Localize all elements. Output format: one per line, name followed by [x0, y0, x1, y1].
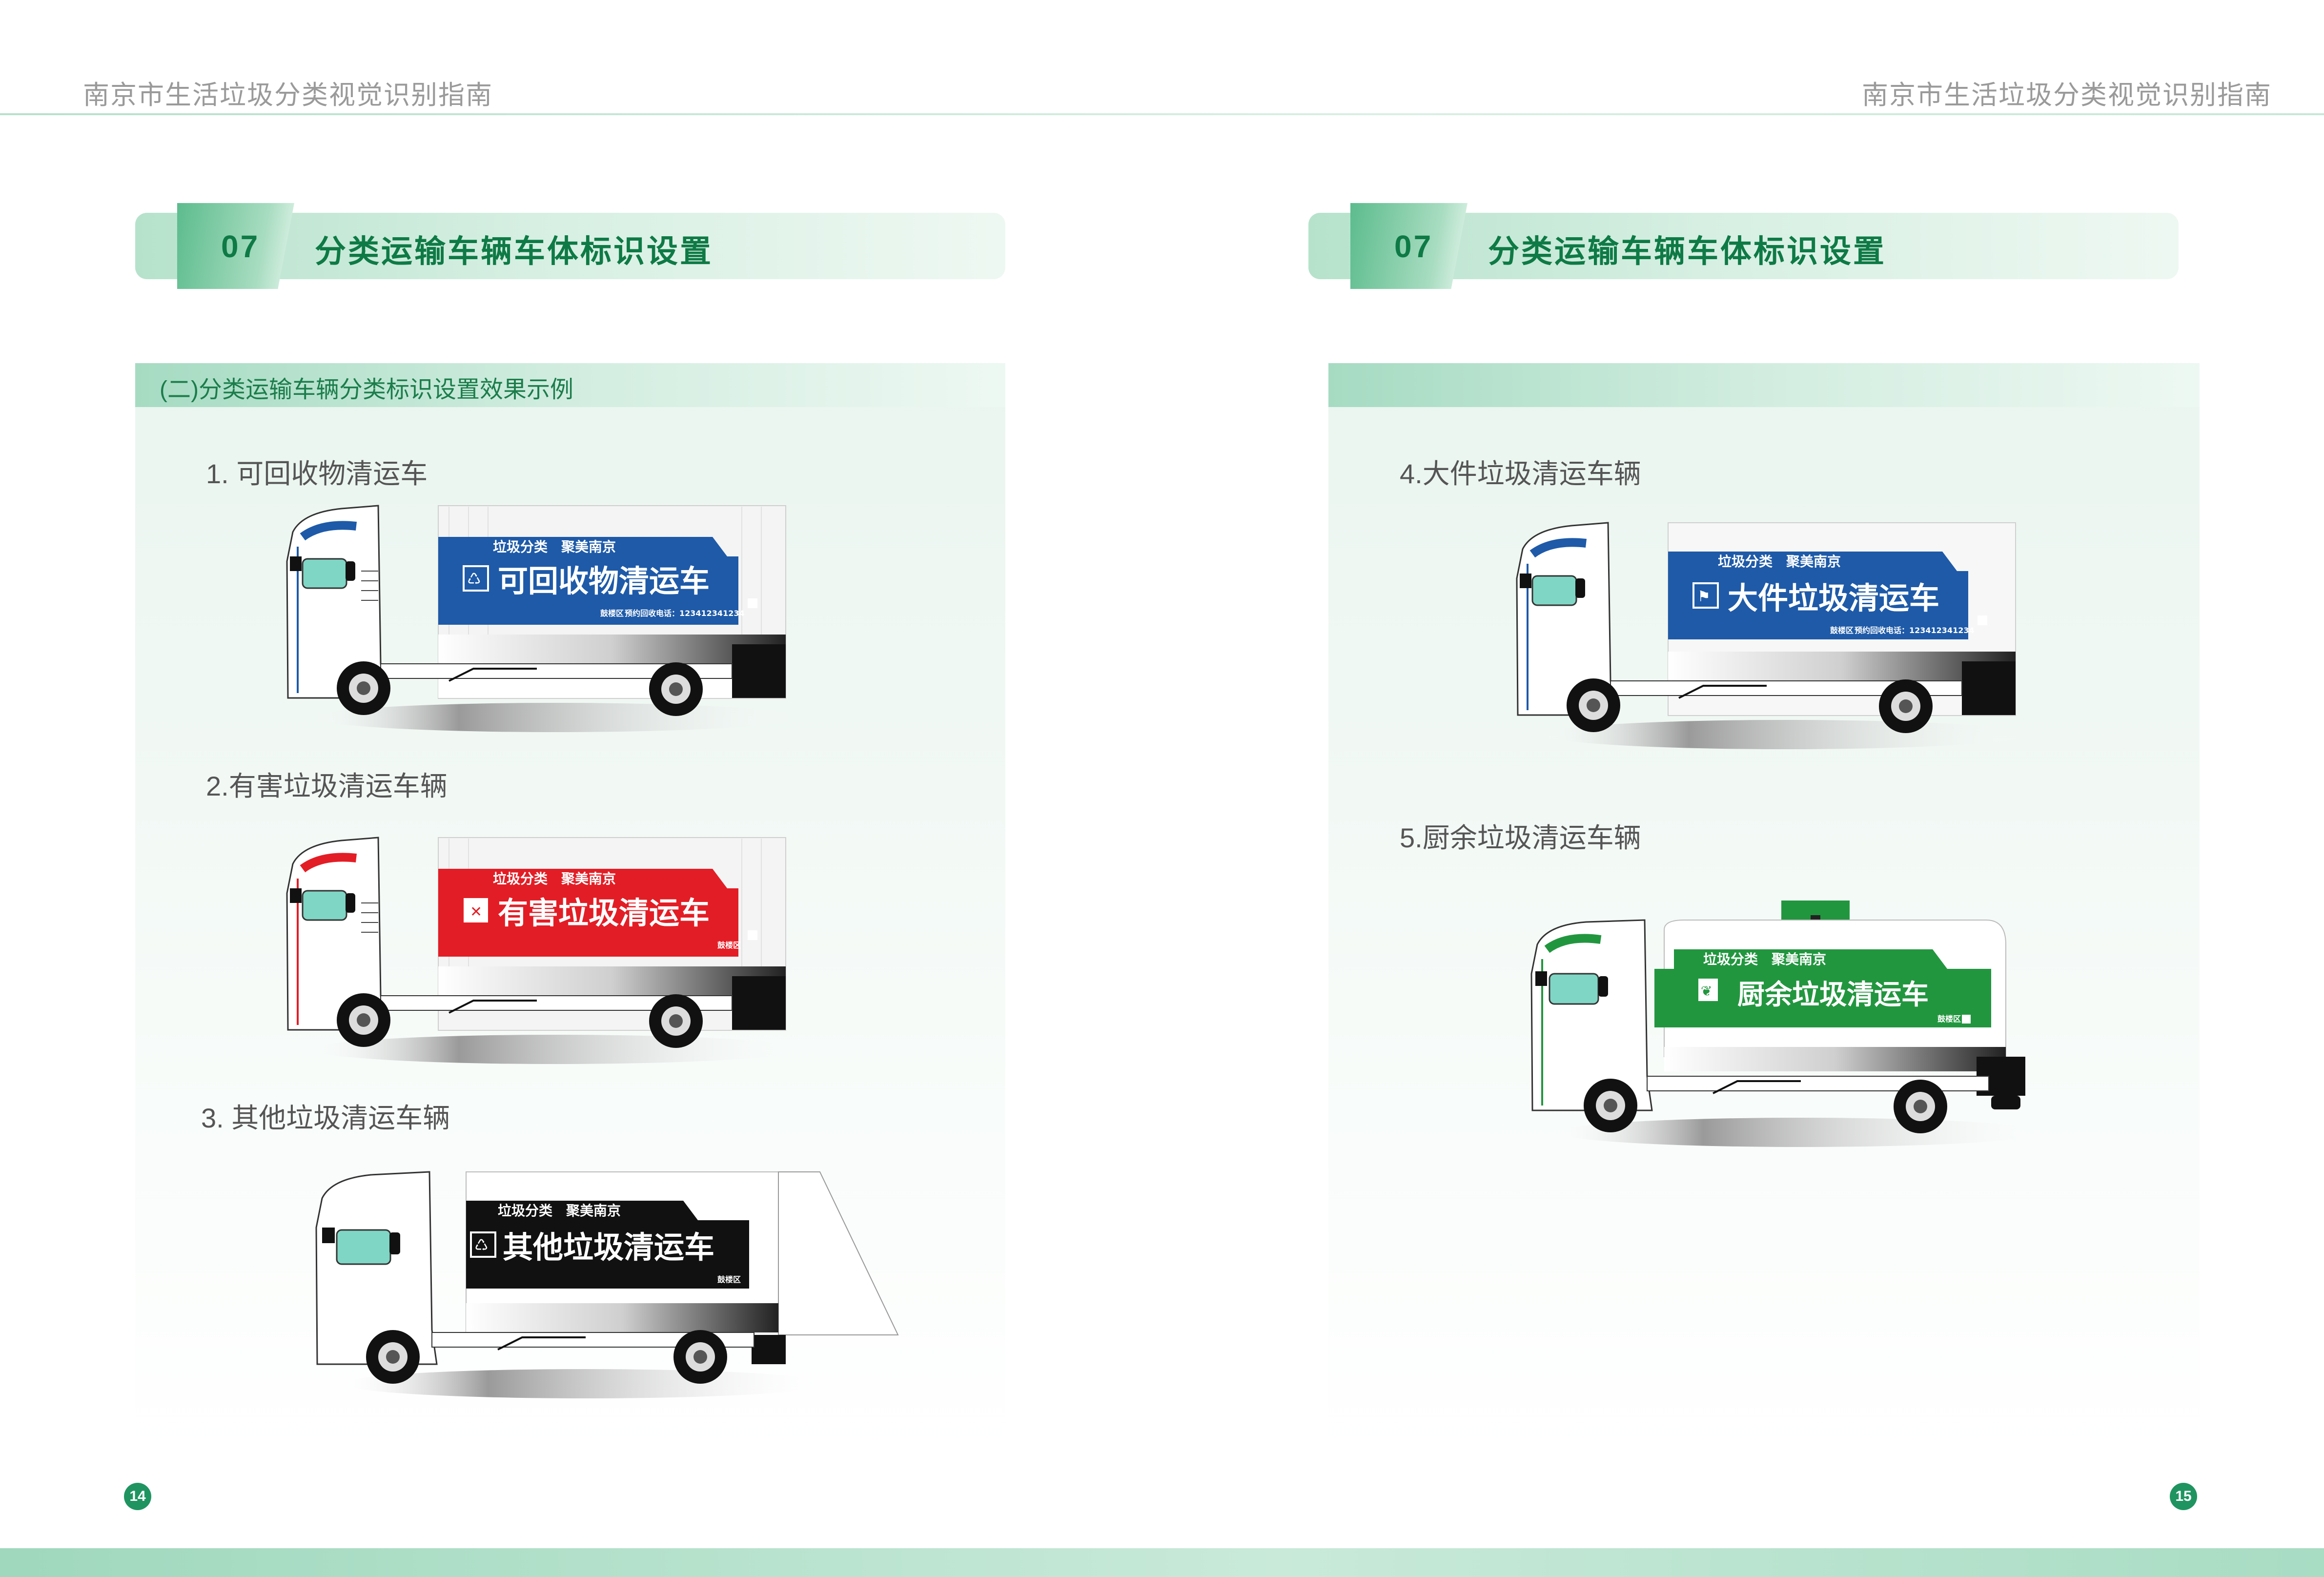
banner-kitchen: 垃圾分类 聚美南京 ❦ 厨余垃圾清运车 鼓楼区: [1654, 949, 1991, 1027]
banner-hazardous: 垃圾分类 聚美南京 ✕ 有害垃圾清运车 鼓楼区: [438, 869, 757, 957]
caption-kitchen: 5.厨余垃圾清运车辆: [1400, 822, 1641, 853]
truck-bulky: 垃圾分类 聚美南京 ⚑ 大件垃圾清运车 鼓楼区 预约回收电话：12341234​…: [1516, 522, 2030, 749]
banner-vehicle-label: 其他垃圾清运车: [503, 1229, 714, 1265]
truck-hazardous: 垃圾分类 聚美南京 ✕ 有害垃圾清运车 鼓楼区: [286, 837, 800, 1064]
bulky-waste-icon: ⚑: [1697, 589, 1711, 605]
banner-district: 鼓楼区: [600, 609, 624, 618]
kitchen-waste-icon: ❦: [1701, 983, 1712, 999]
banner-vehicle-label: 可回收物清运车: [498, 563, 710, 599]
banner-slogan: 垃圾分类 聚美南京: [498, 1203, 621, 1219]
banner-slogan: 垃圾分类 聚美南京: [493, 871, 616, 887]
section-tab-decoration: [1350, 203, 1468, 289]
banner-other: 垃圾分类 聚美南京 ♺ 其他垃圾清运车 鼓楼区: [466, 1201, 761, 1289]
banner-district: 鼓楼区: [1830, 626, 1854, 635]
truck-kitchen: 垃圾分类 聚美南京 ❦ 厨余垃圾清运车 鼓楼区: [1530, 901, 2045, 1147]
header-title-right: 南京市生活垃圾分类视觉识别指南: [1862, 81, 2272, 110]
truck-recyclable: 垃圾分类 聚美南京 ♺ 可回收物清运车 鼓楼区 预约回收电话：12341234​…: [286, 505, 800, 732]
section-tab-decoration: [177, 203, 294, 289]
recycle-icon: ♺: [467, 570, 481, 588]
caption-recyclable: 1. 可回收物清运车: [206, 458, 428, 489]
subheading-strip: (二)分类运输车辆分类标识设置效果示例: [135, 363, 1005, 407]
banner-bulky: 垃圾分类 聚美南京 ⚑ 大件垃圾清运车 鼓楼区 预约回收电话：12341234​…: [1668, 552, 1987, 639]
section-title: 分类运输车辆车体标识设置: [315, 234, 713, 269]
banner-phone: 预约回收电话：12341234​1234: [625, 609, 745, 618]
header-divider: [0, 113, 2324, 115]
banner-slogan: 垃圾分类 聚美南京: [1703, 951, 1826, 967]
banner-slogan: 垃圾分类 聚美南京: [1718, 553, 1841, 570]
caption-hazardous: 2.有害垃圾清运车辆: [206, 771, 448, 801]
banner-phone: 预约回收电话：12341234​1234: [1855, 626, 1975, 635]
banner-slogan: 垃圾分类 聚美南京: [493, 539, 616, 555]
banner-vehicle-label: 厨余垃圾清运车: [1737, 979, 1929, 1011]
banner-vehicle-label: 大件垃圾清运车: [1728, 580, 1939, 616]
page-number-right: 15: [2170, 1483, 2197, 1510]
banner-district: 鼓楼区: [1937, 1014, 1961, 1024]
section-title-bar-right: 07 分类运输车辆车体标识设置: [1308, 203, 2179, 289]
section-title-bar-left: 07 分类运输车辆车体标识设置: [135, 203, 1005, 289]
section-title: 分类运输车辆车体标识设置: [1488, 234, 1886, 269]
banner-district: 鼓楼区: [717, 941, 741, 950]
banner-district: 鼓楼区: [717, 1275, 741, 1284]
caption-other: 3. 其他垃圾清运车辆: [201, 1103, 450, 1133]
truck-other: 垃圾分类 聚美南京 ♺ 其他垃圾清运车 鼓楼区: [315, 1171, 899, 1398]
recycle-icon: ♺: [474, 1236, 489, 1254]
banner-vehicle-label: 有害垃圾清运车: [498, 895, 710, 931]
hazardous-icon: ✕: [470, 904, 482, 920]
subheading-strip: [1328, 363, 2200, 407]
footer-bar: [0, 1548, 2324, 1577]
header-title-left: 南京市生活垃圾分类视觉识别指南: [83, 81, 493, 110]
section-number: 07: [221, 229, 260, 264]
banner-recyclable: 垃圾分类 聚美南京 ♺ 可回收物清运车 鼓楼区 预约回收电话：12341234​…: [438, 537, 757, 625]
section-number: 07: [1394, 229, 1433, 264]
subheading: (二)分类运输车辆分类标识设置效果示例: [160, 377, 573, 403]
caption-bulky: 4.大件垃圾清运车辆: [1400, 458, 1641, 489]
page-number-left: 14: [124, 1483, 151, 1510]
